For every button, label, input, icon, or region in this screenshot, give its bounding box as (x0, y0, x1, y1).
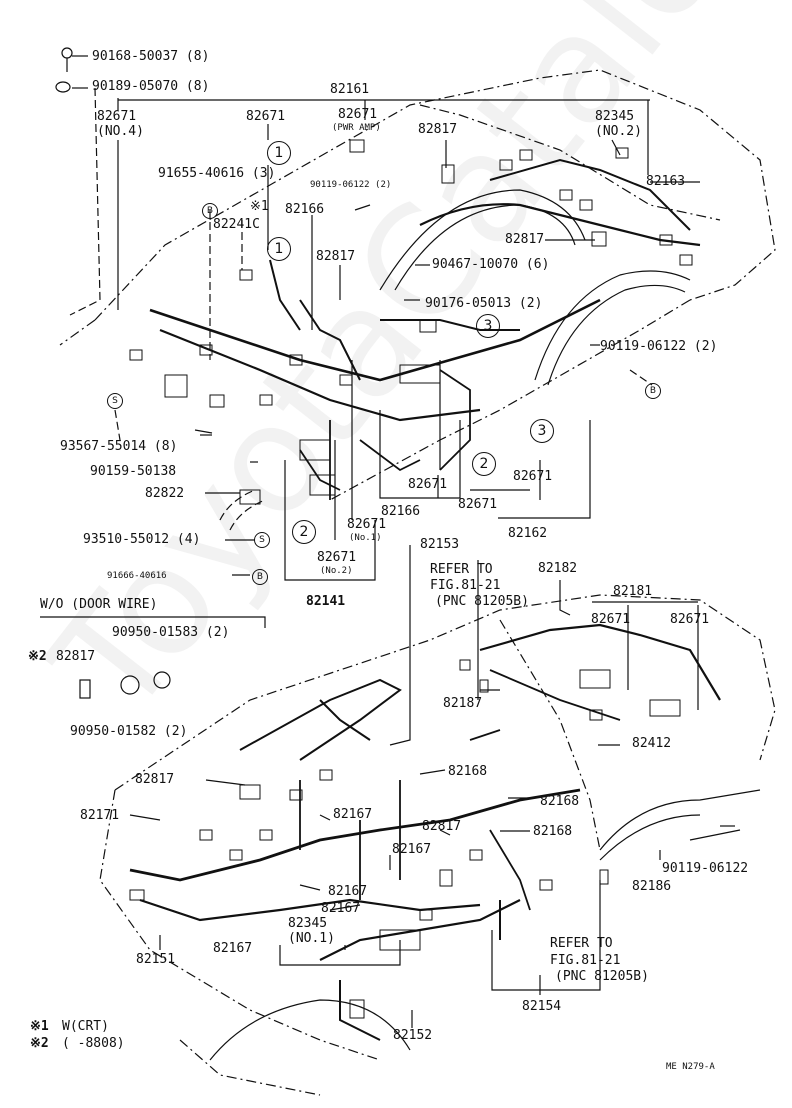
part-82345-no1-suffix: (NO.1) (288, 931, 335, 946)
callout-3-b: 3 (530, 419, 554, 443)
part-82817-c: 82817 (316, 249, 356, 264)
callout-b-2: B (645, 383, 661, 399)
part-82167-d: 82167 (321, 901, 361, 916)
part-82817-b: 82817 (505, 232, 545, 247)
part-82153: 82153 (420, 537, 460, 552)
legend-text-1: W(CRT) (62, 1019, 109, 1034)
part-90950-01582: 90950-01582 (2) (70, 724, 188, 739)
part-82187: 82187 (443, 696, 483, 711)
part-82241c: 82241C (213, 217, 260, 232)
callout-1: 1 (267, 141, 291, 165)
part-82817-f: 82817 (422, 819, 462, 834)
part-93567-55014: 93567-55014 (8) (60, 439, 178, 454)
part-82168-c: 82168 (533, 824, 573, 839)
refer-b-line1: REFER TO (550, 936, 613, 951)
callout-s: S (107, 393, 123, 409)
part-82168-b: 82168 (540, 794, 580, 809)
part-82168-a: 82168 (448, 764, 488, 779)
refer-a-line3: (PNC 81205B) (435, 594, 529, 609)
part-82345-no2: 82345 (595, 109, 635, 124)
part-82412: 82412 (632, 736, 672, 751)
part-82151: 82151 (136, 952, 176, 967)
part-82671-f: 82671 (670, 612, 710, 627)
part-90168-50037: 90168-50037 (8) (92, 49, 210, 64)
callout-3: 3 (476, 314, 500, 338)
figure-code: ME N279-A (666, 1062, 715, 1072)
part-82671-no2: 82671 (317, 550, 357, 565)
refer-a-line2: FIG.81-21 (430, 578, 501, 593)
part-90189-05070: 90189-05070 (8) (92, 79, 210, 94)
part-82671-pwr-amp: 82671 (338, 107, 378, 122)
part-90119-06122-c: 90119-06122 (662, 861, 749, 876)
part-82167-e: 82167 (213, 941, 253, 956)
part-82166-a: 82166 (285, 202, 325, 217)
part-90950-01583: 90950-01583 (2) (112, 625, 230, 640)
callout-b-3: B (252, 569, 268, 585)
part-82186: 82186 (632, 879, 672, 894)
part-82161: 82161 (330, 82, 370, 97)
part-82671-e: 82671 (591, 612, 631, 627)
refer-b-line3: (PNC 81205B) (555, 969, 649, 984)
part-82141: 82141 (306, 594, 346, 609)
note-mark-2: ※2 (28, 649, 47, 664)
callout-s-2: S (254, 532, 270, 548)
legend-mark-1: ※1 (30, 1019, 49, 1034)
part-82671-no2-suffix: (No.2) (320, 566, 353, 576)
part-82166-b: 82166 (381, 504, 421, 519)
part-91666-40616: 91666-40616 (107, 571, 167, 581)
part-82167-b: 82167 (392, 842, 432, 857)
part-82345-no2-suffix: (NO.2) (595, 124, 642, 139)
part-82162: 82162 (508, 526, 548, 541)
part-90119-06122-a: 90119-06122 (2) (310, 180, 392, 190)
part-82671-b: 82671 (513, 469, 553, 484)
refer-a-line1: REFER TO (430, 562, 493, 577)
wo-door-wire-title: W/O (DOOR WIRE) (40, 597, 158, 612)
part-82152: 82152 (393, 1028, 433, 1043)
part-82345-no1: 82345 (288, 916, 328, 931)
part-90119-06122-b: 90119-06122 (2) (600, 339, 718, 354)
part-90159-50138: 90159-50138 (90, 464, 177, 479)
part-82167-a: 82167 (333, 807, 373, 822)
part-82167-c: 82167 (328, 884, 368, 899)
pwr-amp-note: (PWR AMP) (332, 123, 381, 133)
part-82181: 82181 (613, 584, 653, 599)
part-82171: 82171 (80, 808, 120, 823)
part-82671-no4: 82671 (97, 109, 137, 124)
callout-2: 2 (472, 452, 496, 476)
part-82163: 82163 (646, 174, 686, 189)
legend-mark-2: ※2 (30, 1036, 49, 1051)
part-82182: 82182 (538, 561, 578, 576)
callout-1-b: 1 (267, 237, 291, 261)
callout-2-b: 2 (292, 520, 316, 544)
refer-b-line2: FIG.81-21 (550, 953, 621, 968)
part-82671-d: 82671 (458, 497, 498, 512)
part-82817: 82817 (418, 122, 458, 137)
legend-text-2: ( -8808) (62, 1036, 125, 1051)
part-93510-55012: 93510-55012 (4) (83, 532, 201, 547)
part-82671-no1-suffix: (No.1) (349, 533, 382, 543)
part-82822: 82822 (145, 486, 185, 501)
part-82154: 82154 (522, 999, 562, 1014)
part-82671: 82671 (246, 109, 286, 124)
part-82671-no1: 82671 (347, 517, 387, 532)
part-82817-e: 82817 (135, 772, 175, 787)
part-90467-10070: 90467-10070 (6) (432, 257, 550, 272)
part-82817-d: 82817 (56, 649, 96, 664)
callout-b: B (202, 203, 218, 219)
note-mark-1: ※1 (250, 199, 269, 214)
part-82671-c: 82671 (408, 477, 448, 492)
part-90176-05013: 90176-05013 (2) (425, 296, 543, 311)
part-91655-40616: 91655-40616 (3) (158, 166, 276, 181)
part-82671-no4-suffix: (NO.4) (97, 124, 144, 139)
